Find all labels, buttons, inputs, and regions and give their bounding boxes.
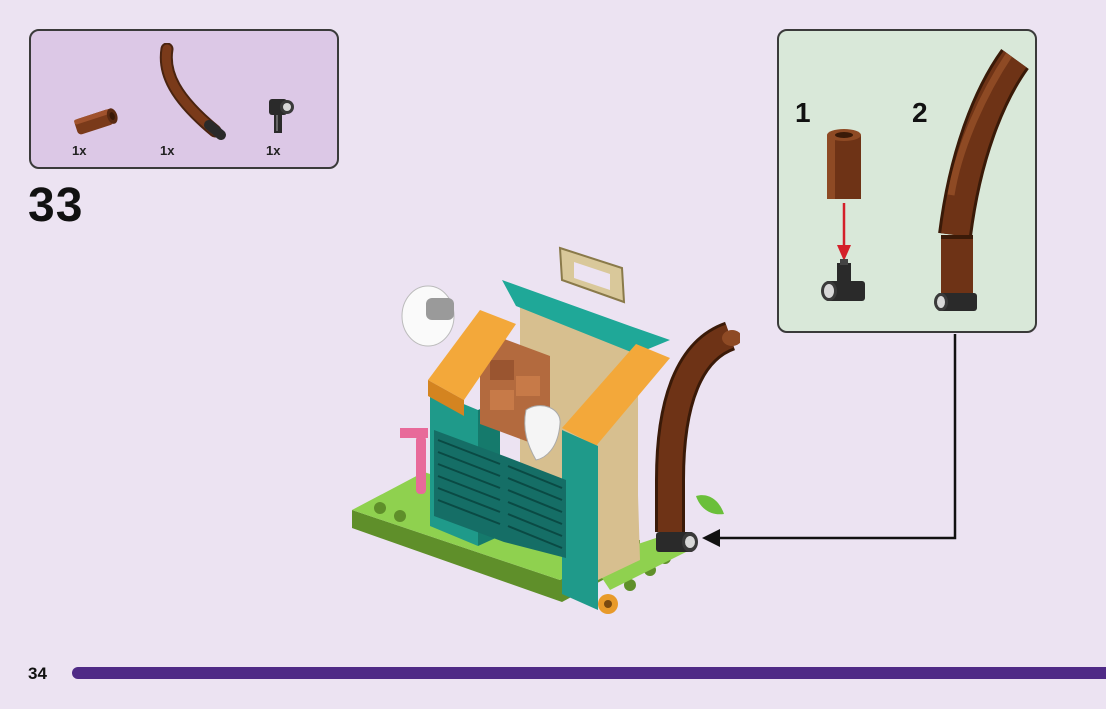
part-quantity: 1x xyxy=(266,143,281,158)
sub-step-number: 2 xyxy=(912,97,928,128)
parts-list-box: 1x 1x 1x xyxy=(29,29,339,169)
sub-assembly-box: 1 2 xyxy=(777,29,1037,333)
sub-step-1-illustration xyxy=(821,129,865,301)
step-number: 33 xyxy=(28,179,84,232)
brown-curved-branch-part xyxy=(159,43,226,140)
page-progress-bar xyxy=(72,667,1106,679)
model-illustration xyxy=(352,246,740,614)
black-connector-part xyxy=(269,99,294,133)
sub-step-2-illustration xyxy=(934,49,1029,311)
part-quantity: 1x xyxy=(160,143,175,158)
brown-tube-part xyxy=(74,108,118,135)
part-quantity: 1x xyxy=(72,143,87,158)
page-number: 34 xyxy=(28,664,47,683)
sub-step-number: 1 xyxy=(795,97,811,128)
